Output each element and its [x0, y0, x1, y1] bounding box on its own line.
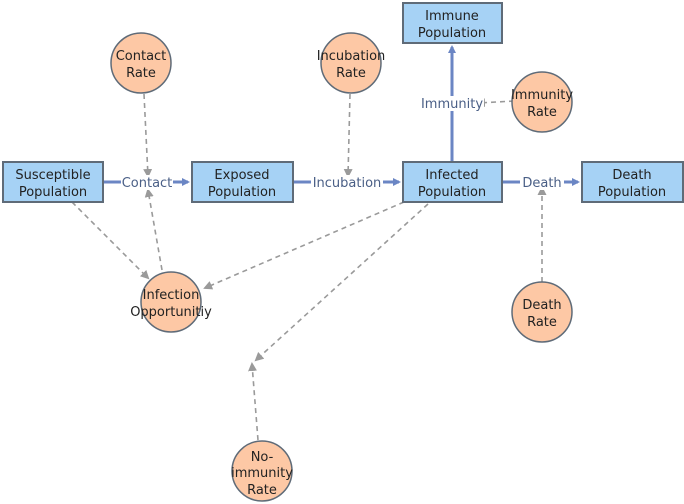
stock-susceptible-population[interactable]: Susceptible Population	[2, 161, 104, 203]
flow-death-label-bg	[520, 175, 564, 190]
stock-death-line1: Death	[612, 168, 651, 183]
stock-death-line2: Population	[598, 185, 666, 200]
stock-immune-line1: Immune	[425, 9, 479, 24]
stock-immune-line2: Population	[418, 26, 486, 41]
aux-infection-opportunity-line1: Infection	[143, 288, 200, 303]
link-infected-to-infection-opportunity	[203, 201, 405, 290]
aux-death-rate-line2: Rate	[527, 315, 557, 330]
aux-immunity-rate[interactable]: Immunity Rate	[511, 71, 573, 133]
aux-infection-opportunity-line2: Opportunitiy	[130, 305, 212, 320]
aux-death-rate[interactable]: Death Rate	[511, 281, 573, 343]
aux-incubation-rate[interactable]: Incubation Rate	[317, 32, 386, 94]
stock-infected-line1: Infected	[425, 168, 478, 183]
link-incubation-rate-to-incubation	[343, 93, 353, 178]
stock-susceptible-line1: Susceptible	[15, 168, 90, 183]
aux-contact-rate-line2: Rate	[126, 66, 156, 81]
aux-incubation-rate-line2: Rate	[336, 66, 366, 81]
aux-incubation-rate-line1: Incubation	[317, 49, 386, 64]
aux-no-immunity-rate-line1: No-	[251, 450, 274, 465]
aux-death-rate-line1: Death	[522, 298, 561, 313]
link-infected-to-no-immunity	[254, 203, 429, 362]
aux-contact-rate[interactable]: Contact Rate	[110, 32, 172, 94]
flow-death-label: Death	[522, 176, 561, 191]
stock-exposed-line1: Exposed	[214, 168, 269, 183]
stock-infected-line2: Population	[418, 185, 486, 200]
aux-infection-opportunity[interactable]: Infection Opportunitiy	[130, 271, 212, 333]
aux-no-immunity-rate-line3: Rate	[247, 483, 277, 498]
stock-exposed-population[interactable]: Exposed Population	[191, 161, 294, 203]
link-no-immunity-rate-up	[248, 362, 259, 441]
aux-no-immunity-rate[interactable]: No- immunity Rate	[231, 440, 293, 502]
stock-death-population[interactable]: Death Population	[581, 161, 684, 203]
aux-contact-rate-line1: Contact	[116, 49, 167, 64]
flow-incubation-label-bg	[311, 175, 383, 190]
stock-susceptible-line2: Population	[19, 185, 87, 200]
aux-no-immunity-rate-line2: immunity	[231, 466, 293, 481]
flow-contact-label-bg	[121, 175, 173, 190]
flow-immunity-label: Immunity	[421, 97, 483, 112]
stock-immune-population[interactable]: Immune Population	[402, 2, 503, 44]
flow-contact-label: Contact	[122, 176, 173, 191]
flow-incubation-label: Incubation	[313, 176, 382, 191]
aux-immunity-rate-line1: Immunity	[511, 88, 573, 103]
stock-infected-population[interactable]: Infected Population	[402, 161, 503, 203]
stock-exposed-line2: Population	[208, 185, 276, 200]
link-susceptible-to-infection-opportunity	[71, 201, 150, 280]
aux-immunity-rate-line2: Rate	[527, 105, 557, 120]
link-contact-rate-to-contact	[143, 93, 153, 178]
link-infection-opportunity-to-contact	[144, 188, 163, 271]
flow-immunity-label-bg	[418, 96, 484, 111]
